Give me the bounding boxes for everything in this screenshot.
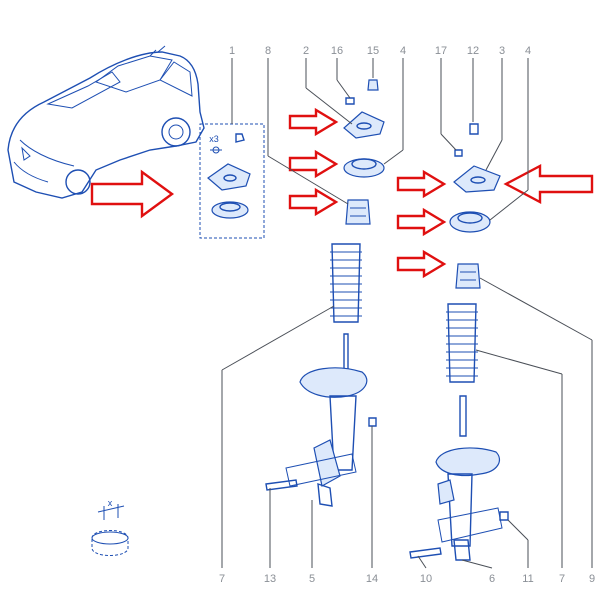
- callout-3: 3: [499, 45, 505, 57]
- right-strut-assembly: [409, 123, 509, 561]
- callout-13: 13: [264, 573, 276, 585]
- callout-15: 15: [367, 45, 379, 57]
- fastener-detail-inset: x: [91, 498, 129, 556]
- arrow-right-mount-in: [396, 169, 447, 199]
- callout-4-right: 4: [525, 45, 531, 57]
- callout-7-right: 7: [559, 573, 565, 585]
- callout-numbers-bottom: 7 13 5 14 10 6 11 7 9: [219, 573, 595, 585]
- callout-7-left: 7: [219, 573, 225, 585]
- callout-9: 9: [589, 573, 595, 585]
- callout-numbers-top: 1 8 2 16 15 4 17 12 3 4: [229, 45, 531, 57]
- callout-16: 16: [331, 45, 343, 57]
- arrow-left-bearing: [288, 149, 339, 179]
- callout-2: 2: [303, 45, 309, 57]
- callout-10: 10: [420, 573, 432, 585]
- arrow-right-bearing: [396, 207, 447, 237]
- callout-6: 6: [489, 573, 495, 585]
- arrow-left-bumpstop: [288, 187, 339, 217]
- detail-label: x: [108, 498, 113, 508]
- callout-12: 12: [467, 45, 479, 57]
- car-illustration: [7, 45, 205, 199]
- callout-14: 14: [366, 573, 378, 585]
- arrow-kit: [90, 169, 175, 219]
- callout-5: 5: [309, 573, 315, 585]
- callout-11: 11: [522, 573, 533, 585]
- callout-1: 1: [229, 45, 235, 57]
- arrow-right-bumpstop: [396, 249, 447, 279]
- leader-lines: [221, 58, 593, 569]
- kit-quantity-label: x3: [209, 134, 219, 144]
- left-strut-assembly: [265, 79, 385, 507]
- callout-17: 17: [435, 45, 447, 57]
- arrow-left-mount: [288, 107, 339, 137]
- highlight-arrows: [90, 107, 594, 279]
- repair-kit-box: x3: [199, 123, 265, 239]
- callout-4-left: 4: [400, 45, 406, 57]
- callout-8: 8: [265, 45, 271, 57]
